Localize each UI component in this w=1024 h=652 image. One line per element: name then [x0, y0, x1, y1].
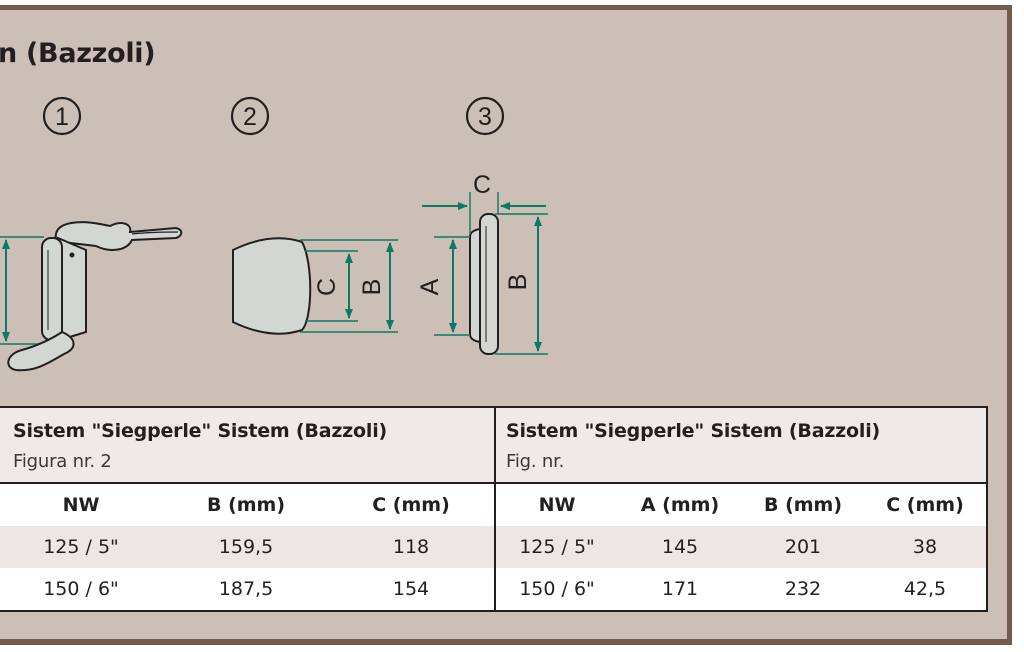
table-cell: 159,5 — [218, 536, 274, 558]
column-header: A (mm) — [640, 494, 720, 516]
table-row: 150 / 6" 187,5 154 — [0, 568, 494, 610]
svg-text:2: 2 — [243, 103, 257, 131]
column-header: C (mm) — [372, 494, 450, 516]
table-cell: 201 — [784, 536, 822, 558]
table-cell: 38 — [912, 536, 938, 558]
svg-text:3: 3 — [478, 103, 492, 131]
table-row: 125 / 5" 145 201 38 — [496, 526, 986, 568]
table-cell: 187,5 — [218, 578, 274, 600]
table-cell: 145 — [661, 536, 699, 558]
column-header-row: NW B (mm) C (mm) — [0, 484, 494, 526]
figure-3-seal-ring: C A B — [416, 171, 548, 355]
figure-3-number: 3 — [465, 96, 505, 136]
table-cell: 232 — [784, 578, 822, 600]
table-subtitle: Figura nr. 2 — [13, 451, 112, 472]
table-cell: 118 — [392, 536, 430, 558]
column-header: NW — [538, 494, 576, 516]
table-figure-2: Sistem "Siegperle" Sistem (Bazzoli) Figu… — [0, 408, 496, 610]
table-figure-3: Sistem "Siegperle" Sistem (Bazzoli) Fig.… — [496, 408, 986, 610]
table-cell: 150 / 6" — [519, 578, 595, 600]
figure-3-label-a: A — [416, 278, 444, 295]
figure-1-lever-coupling — [0, 221, 183, 372]
table-header: Sistem "Siegperle" Sistem (Bazzoli) Figu… — [0, 408, 494, 484]
table-cell: 150 / 6" — [43, 578, 119, 600]
svg-text:1: 1 — [55, 103, 69, 131]
table-title: Sistem "Siegperle" Sistem (Bazzoli) — [13, 420, 387, 442]
table-subtitle: Fig. nr. — [506, 451, 565, 472]
figure-2-seal: C B — [232, 237, 398, 335]
column-header: C (mm) — [886, 494, 964, 516]
page-heading: n (Bazzoli) — [0, 38, 156, 69]
figure-2-number: 2 — [230, 96, 270, 136]
table-title: Sistem "Siegperle" Sistem (Bazzoli) — [506, 420, 880, 442]
column-header: B (mm) — [206, 494, 286, 516]
column-header: NW — [62, 494, 100, 516]
figure-3-label-b: B — [504, 274, 532, 291]
table-cell: 125 / 5" — [43, 536, 119, 558]
table-row: 150 / 6" 171 232 42,5 — [496, 568, 986, 610]
dimension-tables: Sistem "Siegperle" Sistem (Bazzoli) Figu… — [0, 406, 988, 612]
figure-2-label-c: C — [313, 278, 341, 296]
figure-3-label-c: C — [473, 171, 491, 199]
table-cell: 42,5 — [903, 578, 947, 600]
table-cell: 154 — [392, 578, 430, 600]
table-header: Sistem "Siegperle" Sistem (Bazzoli) Fig.… — [496, 408, 986, 484]
column-header: B (mm) — [763, 494, 843, 516]
column-header-row: NW A (mm) B (mm) C (mm) — [496, 484, 986, 526]
figure-1-number: 1 — [42, 96, 82, 136]
table-cell: 125 / 5" — [519, 536, 595, 558]
table-row: 125 / 5" 159,5 118 — [0, 526, 494, 568]
figure-2-label-b: B — [358, 279, 386, 296]
table-cell: 171 — [661, 578, 699, 600]
